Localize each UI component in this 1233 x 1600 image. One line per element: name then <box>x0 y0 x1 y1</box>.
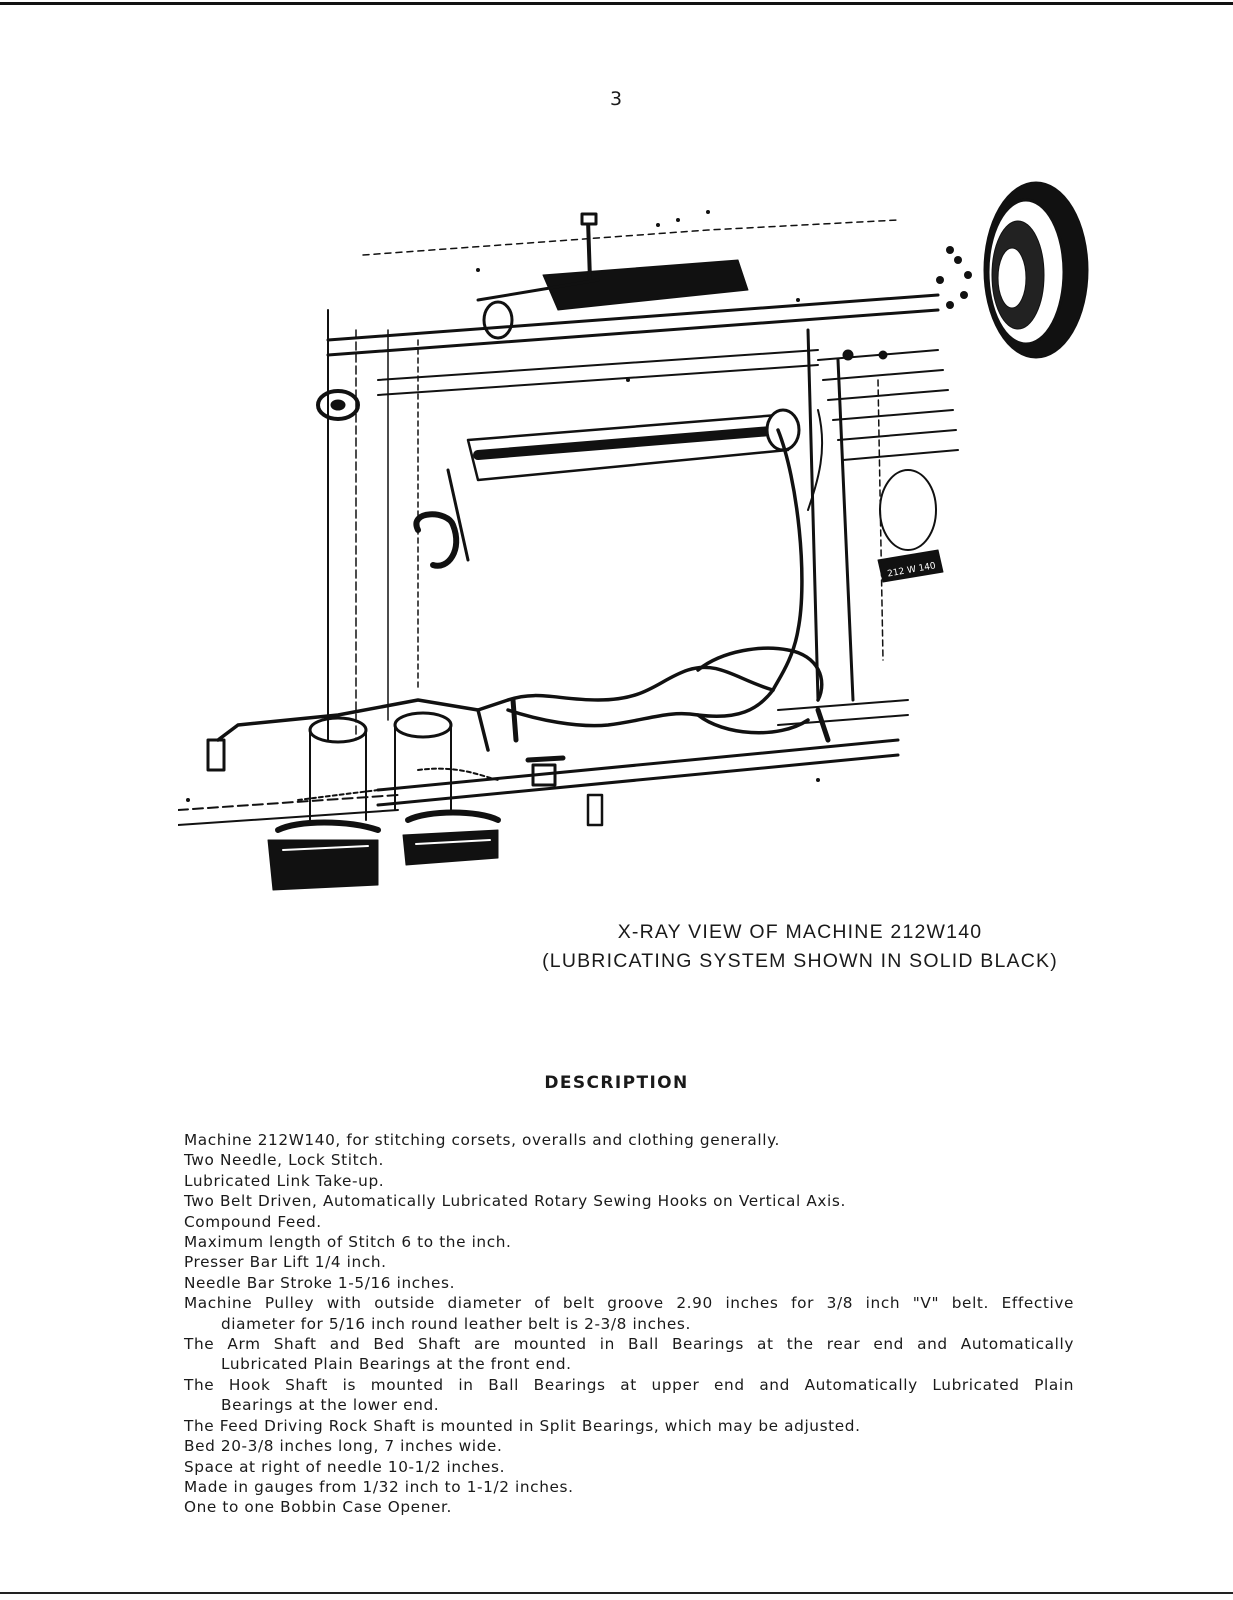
description-line: The Arm Shaft and Bed Shaft are mounted … <box>184 1335 1074 1354</box>
description-line: Bed 20-3/8 inches long, 7 inches wide. <box>184 1437 503 1456</box>
description-line: Lubricated Link Take-up. <box>184 1171 385 1190</box>
ribbed-housing <box>817 349 959 461</box>
figure-caption: X-RAY VIEW OF MACHINE 212W140 (LUBRICATI… <box>500 918 1100 976</box>
thread-eyelet <box>316 389 360 421</box>
page-number: 3 <box>609 88 623 110</box>
link-take-up <box>413 468 470 569</box>
description-line: Made in gauges from 1/32 inch to 1-1/2 i… <box>184 1477 574 1496</box>
rotary-hook-right <box>393 711 501 866</box>
description-line: Machine Pulley with outside diameter of … <box>184 1294 1074 1313</box>
description-line: The Feed Driving Rock Shaft is mounted i… <box>184 1416 861 1435</box>
machine-xray-illustration: 212 W 140 <box>178 180 1108 920</box>
description-list: Machine 212W140, for stitching corsets, … <box>184 1130 1074 1518</box>
description-line: One to one Bobbin Case Opener. <box>184 1498 452 1517</box>
description-line: Two Belt Driven, Automatically Lubricate… <box>184 1192 846 1211</box>
top-border-rule <box>0 2 1233 5</box>
description-line: The Hook Shaft is mounted in Ball Bearin… <box>184 1375 1074 1394</box>
description-line: Lubricated Plain Bearings at the front e… <box>221 1355 572 1374</box>
description-line: Two Needle, Lock Stitch. <box>184 1151 384 1170</box>
description-line: Maximum length of Stitch 6 to the inch. <box>184 1233 512 1252</box>
hand-wheel <box>936 181 1089 359</box>
description-line: Space at right of needle 10-1/2 inches. <box>184 1457 506 1476</box>
description-line: Needle Bar Stroke 1-5/16 inches. <box>184 1273 456 1292</box>
bottom-border-rule <box>0 1592 1233 1594</box>
nameplate: 212 W 140 <box>877 469 944 583</box>
description-line: Compound Feed. <box>184 1212 322 1231</box>
oil-line <box>216 428 824 752</box>
caption-line-2: (LUBRICATING SYSTEM SHOWN IN SOLID BLACK… <box>542 950 1058 972</box>
description-line: Presser Bar Lift 1/4 inch. <box>184 1253 387 1272</box>
tension-assembly <box>476 212 749 340</box>
description-line: Machine 212W140, for stitching corsets, … <box>184 1131 781 1149</box>
rotary-hook-left <box>267 716 381 891</box>
description-line: Bearings at the lower end. <box>221 1396 440 1415</box>
caption-line-1: X-RAY VIEW OF MACHINE 212W140 <box>617 921 983 943</box>
description-line: diameter for 5/16 inch round leather bel… <box>221 1314 691 1333</box>
section-title: DESCRIPTION <box>544 1073 689 1093</box>
